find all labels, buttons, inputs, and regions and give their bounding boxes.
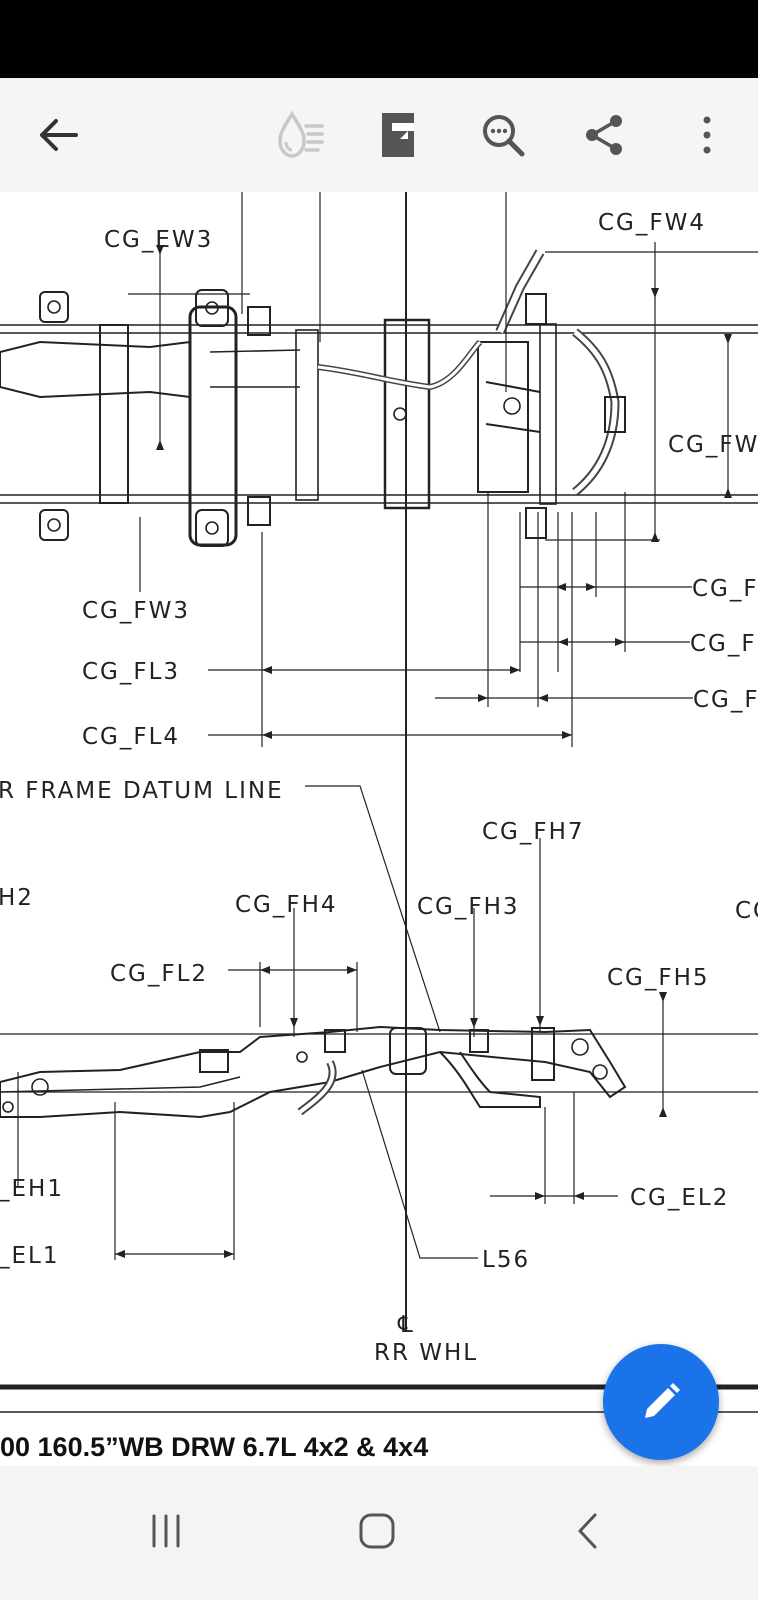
- search-icon: [483, 115, 525, 157]
- recent-apps-button[interactable]: [126, 1496, 206, 1566]
- label-cg-fw3: CG_FW3: [82, 598, 190, 624]
- label-cg-fh4: CG_FH4: [235, 892, 338, 918]
- label-eh1: _EH1: [0, 1176, 64, 1202]
- caption-text: 00 160.5”WB DRW 6.7L 4x2 & 4x4: [0, 1432, 429, 1462]
- more-vert-icon: [703, 116, 711, 154]
- pencil-icon: [645, 1383, 680, 1418]
- label-cg-fw: CG_FW: [668, 432, 758, 458]
- nav-back-button[interactable]: [548, 1496, 628, 1566]
- home-icon: [359, 1513, 395, 1549]
- reading-mode-button[interactable]: [270, 105, 330, 165]
- label-cg: CG: [735, 898, 758, 924]
- home-button[interactable]: [337, 1496, 417, 1566]
- label-cg-fh3: CG_FH3: [417, 894, 520, 920]
- label-cg-fh5: CG_FH5: [607, 965, 710, 991]
- label-cg-f-3: CG_F: [693, 687, 758, 713]
- label-h2: H2: [0, 885, 34, 911]
- frame-diagram: CG_EW3 CG_FW4 CG_FW CG_FW3 CG_FL3 CG_FL4…: [0, 192, 758, 1413]
- label-rr-whl: RR WHL: [374, 1340, 478, 1366]
- label-cg-fh7: CG_FH7: [482, 819, 585, 845]
- arrow-left-icon: [40, 119, 78, 151]
- back-button[interactable]: [28, 105, 88, 165]
- label-cg-fl4: CG_FL4: [82, 724, 180, 750]
- status-bar: [0, 0, 758, 78]
- share-button[interactable]: [574, 105, 634, 165]
- label-frame-datum-line: R FRAME DATUM LINE: [0, 778, 284, 804]
- document-page[interactable]: CG_EW3 CG_FW4 CG_FW CG_FW3 CG_FL3 CG_FL4…: [0, 192, 758, 1465]
- centerline-symbol: ℄: [397, 1312, 415, 1338]
- recent-apps-icon: [152, 1514, 180, 1548]
- reading-mode-icon: [278, 110, 324, 158]
- label-cg-fw4: CG_FW4: [598, 210, 706, 236]
- document-view-button[interactable]: [368, 105, 428, 165]
- zoom-search-button[interactable]: [473, 105, 533, 165]
- label-cg-fl3: CG_FL3: [82, 659, 180, 685]
- document-view-icon: [382, 113, 414, 157]
- more-options-button[interactable]: [677, 105, 737, 165]
- back-icon: [578, 1513, 597, 1549]
- label-cg-el2: CG_EL2: [630, 1185, 729, 1211]
- label-cg-fl2: CG_FL2: [110, 961, 208, 987]
- label-cg-f-2: CG_F: [690, 631, 757, 657]
- label-el1: _EL1: [0, 1243, 59, 1269]
- system-nav-bar: [0, 1466, 758, 1600]
- label-cg-ew3: CG_EW3: [104, 227, 213, 253]
- share-icon: [586, 115, 622, 155]
- edit-fab[interactable]: [603, 1344, 719, 1460]
- label-l56: L56: [482, 1247, 530, 1273]
- app-bar: [0, 78, 758, 192]
- label-cg-f-1: CG_F: [692, 576, 758, 602]
